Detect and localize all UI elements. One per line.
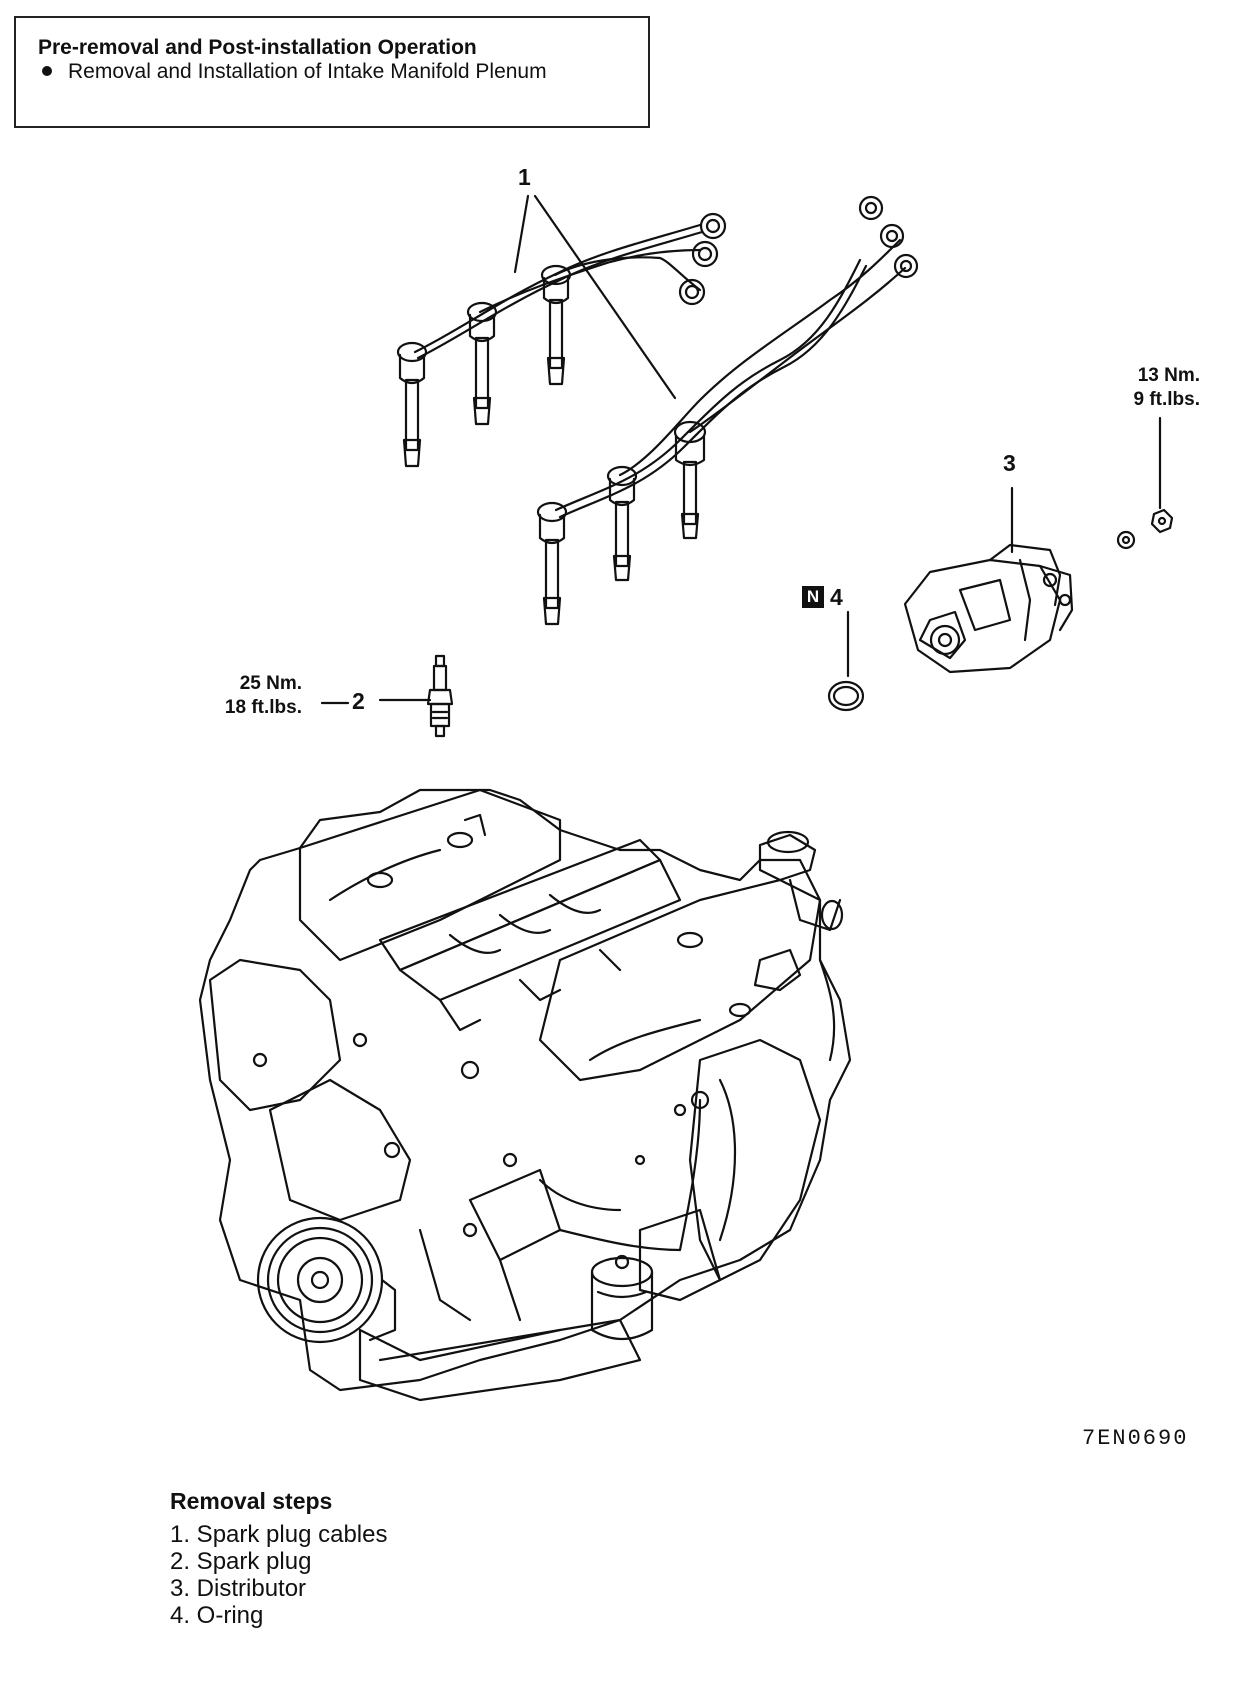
operation-title: Pre-removal and Post-installation Operat…: [38, 36, 477, 59]
crank-pulley: [256, 1216, 397, 1344]
spark-plug-torque-nm: 25 Nm.: [239, 673, 302, 694]
plug-boot-4: [536, 501, 568, 626]
distributor: [903, 543, 1074, 674]
distributor-torque-nm: 13 Nm.: [1137, 365, 1200, 386]
plug-boot-1: [396, 341, 428, 468]
removal-step: 3. Distributor: [170, 1575, 307, 1602]
removal-steps-title: Removal steps: [170, 1488, 333, 1514]
spark-plug-torque: 25 Nm. 18 ft.lbs.: [178, 672, 302, 720]
operation-box: Pre-removal and Post-installation Operat…: [14, 16, 650, 128]
operation-item: Removal and Installation of Intake Manif…: [38, 60, 547, 84]
removal-step: 4. O-ring: [170, 1602, 264, 1629]
operation-item-text: Removal and Installation of Intake Manif…: [68, 60, 547, 83]
spark-plug: [320, 654, 454, 738]
callout-1: 1: [518, 164, 531, 190]
engine-block: [198, 788, 852, 1402]
spark-plug-cables-left: [396, 212, 727, 468]
o-ring: [827, 680, 865, 712]
figure-code: 7EN0690: [1082, 1426, 1189, 1451]
callout-3: 3: [1003, 450, 1016, 476]
removal-steps: Removal steps 1. Spark plug cables 2. Sp…: [170, 1488, 387, 1629]
spark-plug-cables-right: [536, 195, 919, 626]
callout-4: 4: [830, 584, 843, 610]
removal-step: 1. Spark plug cables: [170, 1521, 388, 1548]
n-badge: N: [802, 586, 824, 608]
callout-2: 2: [352, 688, 365, 714]
nut: [1150, 508, 1174, 534]
callout-1-leaders: [513, 194, 677, 400]
removal-step: 2. Spark plug: [170, 1548, 312, 1575]
plug-boot-3: [540, 264, 572, 386]
distributor-torque: 13 Nm. 9 ft.lbs.: [1094, 364, 1200, 412]
distributor-torque-ftlbs: 9 ft.lbs.: [1133, 389, 1200, 410]
plug-boot-2: [466, 301, 498, 426]
bullet-icon: [42, 66, 52, 77]
plug-boot-6: [673, 420, 707, 540]
plug-boot-5: [606, 465, 638, 582]
spark-plug-torque-ftlbs: 18 ft.lbs.: [224, 697, 302, 718]
oil-filter: [590, 1254, 654, 1340]
washer: [1116, 530, 1136, 550]
